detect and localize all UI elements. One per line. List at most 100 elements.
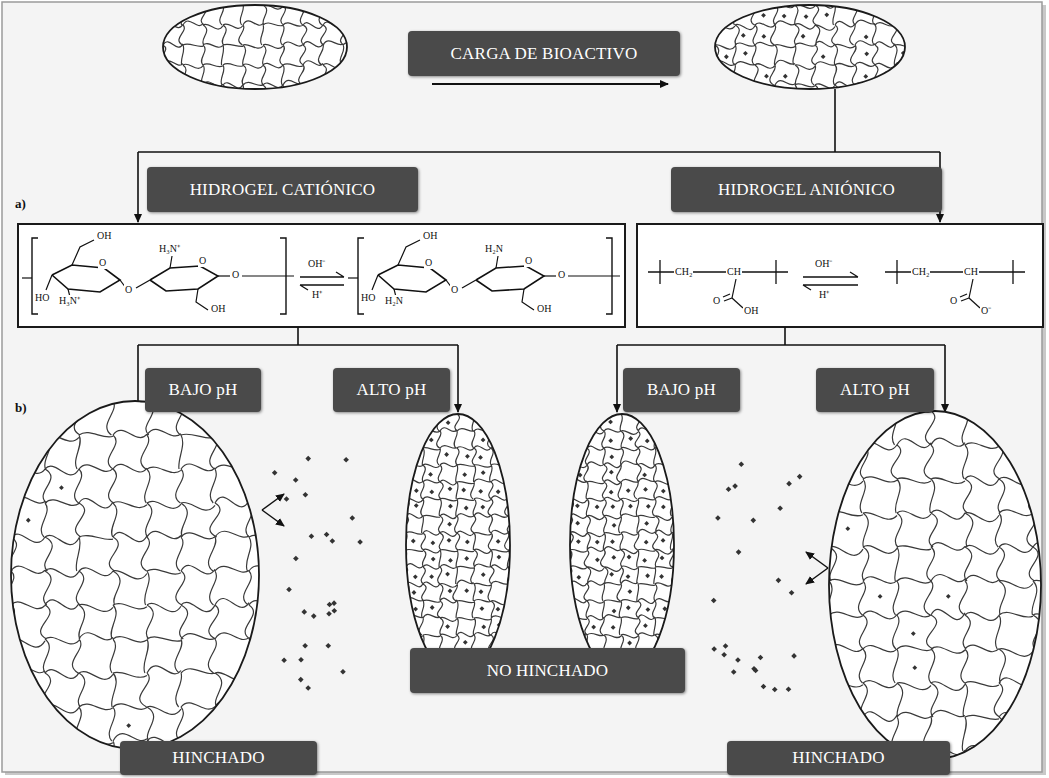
bioactive-dot [676, 420, 681, 425]
bond [372, 275, 378, 290]
split-line [784, 327, 786, 345]
bioactive-dot [783, 74, 788, 79]
bioactive-dot [497, 555, 502, 560]
bioactive-dot [609, 454, 614, 459]
bond [724, 298, 732, 301]
bioactive-dot [661, 642, 666, 647]
bioactive-dot [610, 539, 615, 544]
box-text: HIDROGEL ANIÓNICO [718, 180, 895, 200]
bioactive-dot [330, 538, 336, 544]
bracket [280, 238, 286, 314]
bioactive-dot [731, 669, 737, 675]
polyacrylic-structure-box [637, 224, 1043, 327]
bioactive-dot [642, 558, 647, 563]
bioactive-dot [429, 438, 434, 443]
bioactive-dot [411, 539, 416, 544]
bioactive-dot [514, 608, 519, 613]
bioactive-dot [645, 573, 650, 578]
bond [46, 275, 52, 290]
bioactive-dot [413, 574, 418, 579]
bioactive-dot [761, 34, 766, 39]
chemical-label: OH [536, 303, 552, 315]
gel-outline [11, 401, 259, 749]
gel-outline [163, 5, 347, 89]
repeat-mark [659, 260, 660, 284]
box-text: HINCHADO [172, 748, 264, 768]
bioactive-dot [293, 477, 299, 483]
panel-letter: a) [14, 196, 27, 211]
chemical-label: O [949, 295, 958, 307]
chemical-label: O [98, 257, 107, 269]
split-line [138, 344, 458, 346]
chemical-label: OH [743, 305, 759, 317]
bioactive-dot [724, 54, 729, 59]
bioactive-dot [677, 469, 682, 474]
condition-box: BAJO pH [145, 368, 261, 412]
bioactive-dot [411, 626, 416, 631]
gel-ground [829, 411, 1041, 759]
bioactive-dot [311, 613, 317, 619]
bioactive-dot [27, 689, 32, 694]
bioactive-dot [801, 34, 806, 39]
bioactive-dot [609, 470, 614, 475]
chemical-label: O [198, 255, 207, 267]
bioactive-dot [301, 609, 307, 615]
bioactive-dot [786, 687, 792, 693]
category-box: HIDROGEL CATIÓNICO [147, 167, 418, 212]
release-arrow [262, 494, 284, 510]
bioactive-dot [680, 607, 685, 612]
bioactive-dot [447, 538, 452, 543]
bioactive-dot [643, 623, 648, 628]
bioactive-dot [481, 625, 486, 630]
bond [496, 256, 498, 268]
bioactive-dot [410, 452, 415, 457]
bond [522, 289, 534, 310]
bioactive-dot [464, 588, 469, 593]
chemical-label: CH [963, 266, 979, 278]
bioactive-dot [298, 657, 304, 663]
gel-ground [715, 5, 905, 89]
bioactive-dot [946, 594, 951, 599]
bioactive-dot [309, 534, 315, 540]
gel-outline [406, 414, 510, 676]
bioactive-dot [496, 640, 501, 645]
chemical-label: OH⁻ [307, 258, 326, 270]
bioactive-dot [575, 456, 580, 461]
branch-arrow [457, 345, 459, 412]
chemical-label: H₃N⁺ [158, 243, 181, 255]
bioactive-dot [864, 35, 869, 40]
bond [723, 294, 730, 297]
bioactive-dot [448, 588, 453, 593]
bioactive-dot [903, 75, 908, 80]
bioactive-dot [679, 622, 684, 627]
bioactive-dot [643, 419, 648, 424]
bioactive-dot [863, 74, 868, 79]
bioactive-dot [679, 592, 684, 597]
bioactive-dot [758, 655, 764, 661]
bond [732, 298, 743, 308]
bioactive-dot [735, 657, 741, 663]
bioactive-dot [286, 587, 292, 593]
sugar-ring [150, 266, 218, 291]
box-text: ALTO pH [357, 380, 427, 400]
bracket [606, 238, 612, 314]
bond [961, 298, 969, 301]
bioactive-dot [883, 11, 888, 16]
bond [462, 280, 476, 288]
chemical-label: CH₂ [674, 266, 693, 278]
chemical-label: H⁺ [818, 289, 830, 301]
bioactive-dot [804, 14, 809, 19]
bioactive-dot [1047, 662, 1049, 667]
chemical-label: CH [726, 266, 742, 278]
bioactive-dot [863, 92, 868, 97]
chemical-label: H₂N [484, 243, 504, 255]
bioactive-dot [736, 549, 742, 555]
bioactive-dot [413, 607, 418, 612]
bioactive-dot [448, 558, 453, 563]
bioactive-dot [761, 13, 766, 18]
bioactive-dot [791, 653, 797, 659]
split-line [138, 151, 940, 153]
bioactive-dot [609, 490, 614, 495]
bioactive-dot [448, 504, 453, 509]
